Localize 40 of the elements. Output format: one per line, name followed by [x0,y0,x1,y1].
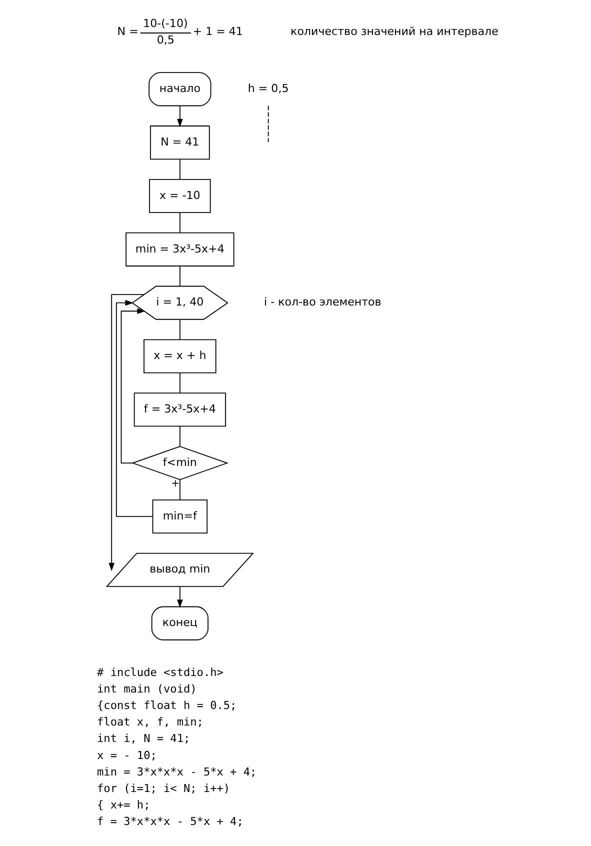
connector [179,266,180,286]
node-text: h = 0,5 [248,82,289,96]
label: 10-(-10) [143,17,188,30]
node-label: i - кол-во элементов [264,296,382,309]
label: f = 3*x*x*x - 5*x + 4; [97,815,244,828]
label: for (i=1; i< N; i++) [97,782,230,795]
arrow [177,586,183,608]
node-box: x = -10 [149,178,211,214]
connector [268,105,269,142]
connector [179,318,180,340]
arrow [177,105,183,128]
connector [179,212,180,234]
node-box: min = 3x³-5x+4 [126,232,234,266]
node-box: начало [148,72,212,106]
node-box: x = x + h [144,339,216,374]
node-box: конец [151,606,208,640]
label: min = 3*x*x*x - 5*x + 4; [97,765,257,778]
node-box: N = 41 [150,126,210,160]
label: + 1 = 41 [192,24,243,38]
connector [179,158,180,180]
node-box: f = 3x³-5x+4 [134,392,226,427]
label: количество значений на интервале [290,24,498,38]
arrow [120,308,146,464]
label: 0,5 [156,34,174,47]
arrow [116,300,154,517]
connector [179,372,180,394]
label: int main (void) [97,682,197,696]
label: # include <stdio.h> [97,666,224,679]
label: x = - 10; [97,748,157,762]
edge-label: + [171,478,180,490]
node-diamond: f<min [131,446,228,480]
label: {const float h = 0.5; [97,699,237,712]
arrow [108,294,145,572]
label: { x+= h; [97,798,150,812]
connector [179,479,180,500]
node-box: min=f [152,499,208,534]
connector [179,426,180,447]
label: N = [117,24,138,38]
label: float x, f, min; [97,716,204,729]
label: int i, N = 41; [97,732,190,746]
